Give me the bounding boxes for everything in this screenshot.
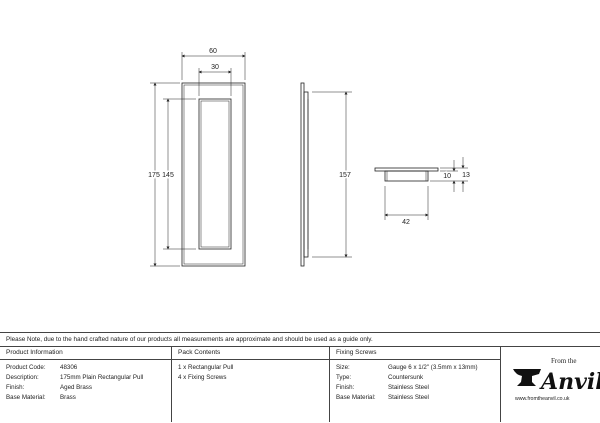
- info-value: 48306: [60, 364, 78, 371]
- pack-contents-section: Pack Contents 1 x Rectangular Pull 4 x F…: [172, 347, 330, 422]
- logo-url: www.fromtheanvil.co.uk: [515, 396, 570, 402]
- logo-brand: Anvil: [539, 369, 600, 395]
- product-info-section: Product Information Product Code: 48306 D…: [0, 347, 172, 422]
- dim-label-60: 60: [209, 48, 217, 55]
- info-row: Description: 175mm Plain Rectangular Pull: [0, 373, 171, 383]
- dim-label-13: 13: [462, 172, 470, 179]
- screw-value: Gauge 6 x 1/2" (3.5mm x 13mm): [388, 364, 478, 371]
- pack-item: 4 x Fixing Screws: [178, 374, 227, 381]
- disclaimer-note: Please Note, due to the hand crafted nat…: [0, 332, 600, 346]
- info-label: Base Material:: [6, 394, 46, 401]
- screw-value: Countersunk: [388, 374, 424, 381]
- dim-label-145: 145: [162, 172, 174, 179]
- screw-label: Finish:: [336, 384, 355, 391]
- screw-value: Stainless Steel: [388, 384, 429, 391]
- info-label: Product Code:: [6, 364, 46, 371]
- technical-drawing: 60 30 175 145 157 42 10 13: [147, 48, 471, 267]
- logo-section: From the Anvil www.fromtheanvil.co.uk: [501, 347, 600, 422]
- dim-label-30: 30: [211, 64, 219, 71]
- end-view: [374, 157, 468, 220]
- screw-value: Stainless Steel: [388, 394, 429, 401]
- fixing-screws-section: Fixing Screws Size: Gauge 6 x 1/2" (3.5mm…: [330, 347, 501, 422]
- pack-item: 1 x Rectangular Pull: [178, 364, 234, 371]
- front-view: [150, 52, 246, 267]
- screw-row: Size: Gauge 6 x 1/2" (3.5mm x 13mm): [330, 363, 500, 373]
- info-label: Description:: [6, 374, 39, 381]
- fixing-screws-header: Fixing Screws: [330, 347, 500, 360]
- side-view: [300, 82, 352, 267]
- info-table: Product Information Product Code: 48306 D…: [0, 346, 600, 422]
- info-row: Base Material: Brass: [0, 393, 171, 403]
- screw-row: Base Material: Stainless Steel: [330, 393, 500, 403]
- logo-from-the: From the: [551, 357, 576, 365]
- info-row: Finish: Aged Brass: [0, 383, 171, 393]
- info-value: Brass: [60, 394, 76, 401]
- info-row: Product Code: 48306: [0, 363, 171, 373]
- dim-label-175: 175: [148, 172, 160, 179]
- screw-row: Finish: Stainless Steel: [330, 383, 500, 393]
- dim-label-42: 42: [402, 219, 410, 226]
- screw-label: Base Material:: [336, 394, 376, 401]
- dim-label-157: 157: [339, 172, 351, 179]
- anvil-logo: From the Anvil www.fromtheanvil.co.uk: [513, 357, 600, 402]
- dim-label-10: 10: [443, 173, 451, 180]
- info-value: 175mm Plain Rectangular Pull: [60, 374, 144, 381]
- screw-label: Type:: [336, 374, 352, 381]
- screw-label: Size:: [336, 364, 350, 371]
- info-value: Aged Brass: [60, 384, 92, 391]
- pack-contents-header: Pack Contents: [172, 347, 329, 360]
- product-info-header: Product Information: [0, 347, 171, 360]
- screw-row: Type: Countersunk: [330, 373, 500, 383]
- info-label: Finish:: [6, 384, 25, 391]
- anvil-icon: [513, 369, 541, 386]
